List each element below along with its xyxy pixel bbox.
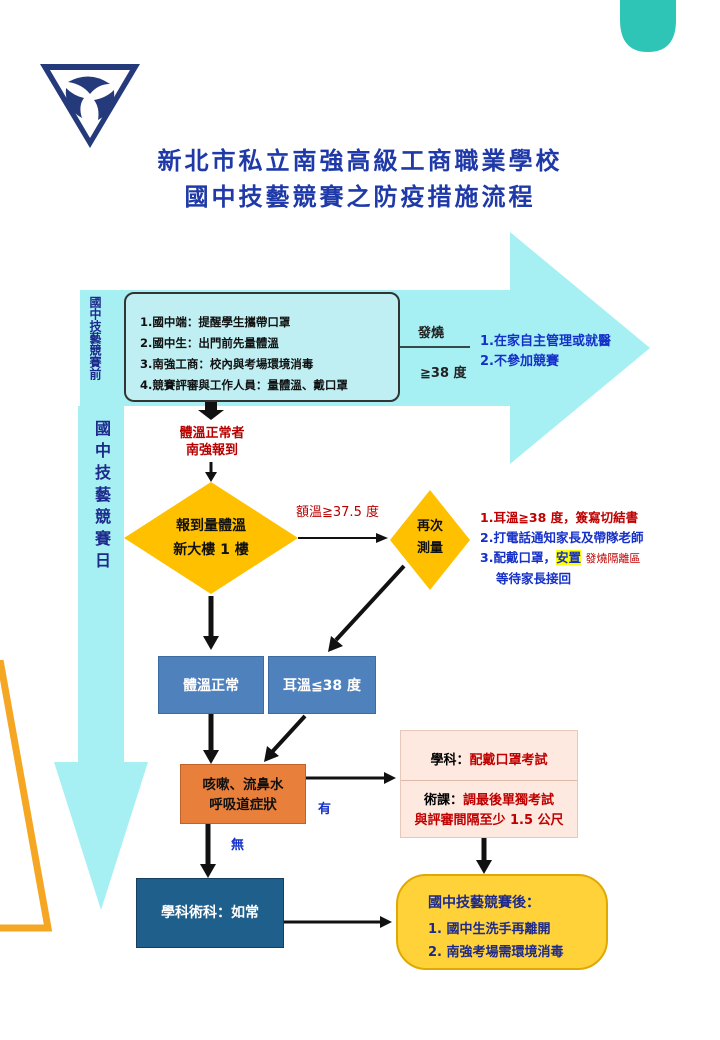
day-arrow-shape: [54, 406, 148, 910]
orange-decoration: [0, 660, 53, 932]
no-label: 無: [231, 838, 245, 853]
exam-arrangement-box: 學科：配戴口罩考試 術課：調最後單獨考試 與評審間隔至少 1.5 公尺: [400, 730, 578, 838]
day-side-label: 國中技藝競賽日: [92, 420, 111, 574]
normal-temp-note: 體溫正常者 南強報到: [179, 426, 245, 458]
isolation-zone: 發燒隔離區: [585, 552, 641, 565]
pre-measures-box: 1.國中端：提醒學生攜帶口罩 2.國中生：出門前先量體溫 3.南強工商：校內與考…: [124, 292, 400, 402]
pre-item-3: 3.南強工商：校內與考場環境消毒: [140, 357, 314, 371]
after-title: 國中技藝競賽後：: [428, 895, 540, 911]
placed-highlight: 安置: [555, 550, 581, 565]
teal-decoration: [620, 0, 676, 52]
pre-outcome-1: 1.在家自主管理或就醫: [480, 334, 611, 349]
after-item-1: 1. 國中生洗手再離開: [428, 922, 551, 937]
fever-step-3: 3.配戴口罩，安置 發燒隔離區: [480, 550, 641, 565]
school-logo: [40, 64, 140, 148]
fever-steps: 1.耳溫≧38 度，簽寫切結書 2.打電話通知家長及帶隊老師 3.配戴口罩，安置…: [480, 508, 643, 589]
box-normal-temp: 體溫正常: [158, 656, 264, 714]
fever-step-1: 1.耳溫≧38 度，簽寫切結書: [480, 510, 639, 525]
fever-step-2: 2.打電話通知家長及帶隊老師: [480, 530, 644, 545]
normal-result-box: 學科術科：如常: [136, 878, 284, 948]
checkin-diamond: 報到量體溫 新大樓 1 樓: [173, 518, 249, 558]
fever-label: 發燒: [418, 326, 445, 341]
title-line-2: 國中技藝競賽之防疫措施流程: [184, 182, 536, 211]
after-competition-box: 國中技藝競賽後： 1. 國中生洗手再離開 2. 南強考場需環境消毒: [396, 874, 608, 970]
pre-outcome-2: 2.不參加競賽: [480, 354, 559, 369]
symptoms-box: 咳嗽、流鼻水 呼吸道症狀: [180, 764, 306, 824]
box-ear-temp: 耳溫≦38 度: [268, 656, 376, 714]
title-line-1: 新北市私立南強高級工商職業學校: [157, 146, 563, 175]
after-item-2: 2. 南強考場需環境消毒: [428, 945, 564, 960]
pre-item-1: 1.國中端：提醒學生攜帶口罩: [140, 315, 291, 329]
fever-threshold: ≧38 度: [420, 366, 467, 381]
wait-parent: 等待家長接回: [496, 571, 572, 586]
checkin-diamond-shape: [124, 482, 298, 594]
yes-label: 有: [318, 802, 332, 817]
forehead-threshold: 額溫≧37.5 度: [296, 505, 379, 520]
pre-side-label: 國中技藝競賽前: [88, 296, 102, 380]
academic-line: 學科：配戴口罩考試: [430, 753, 548, 768]
remeasure-diamond-shape: [390, 490, 470, 590]
pre-item-4: 4.競賽評審與工作人員：量體溫、戴口罩: [140, 378, 348, 392]
practical-line: 術課：調最後單獨考試 與評審間隔至少 1.5 公尺: [414, 793, 564, 828]
remeasure-diamond: 再次 測量: [416, 519, 443, 556]
pre-item-2: 2.國中生：出門前先量體溫: [140, 336, 279, 350]
